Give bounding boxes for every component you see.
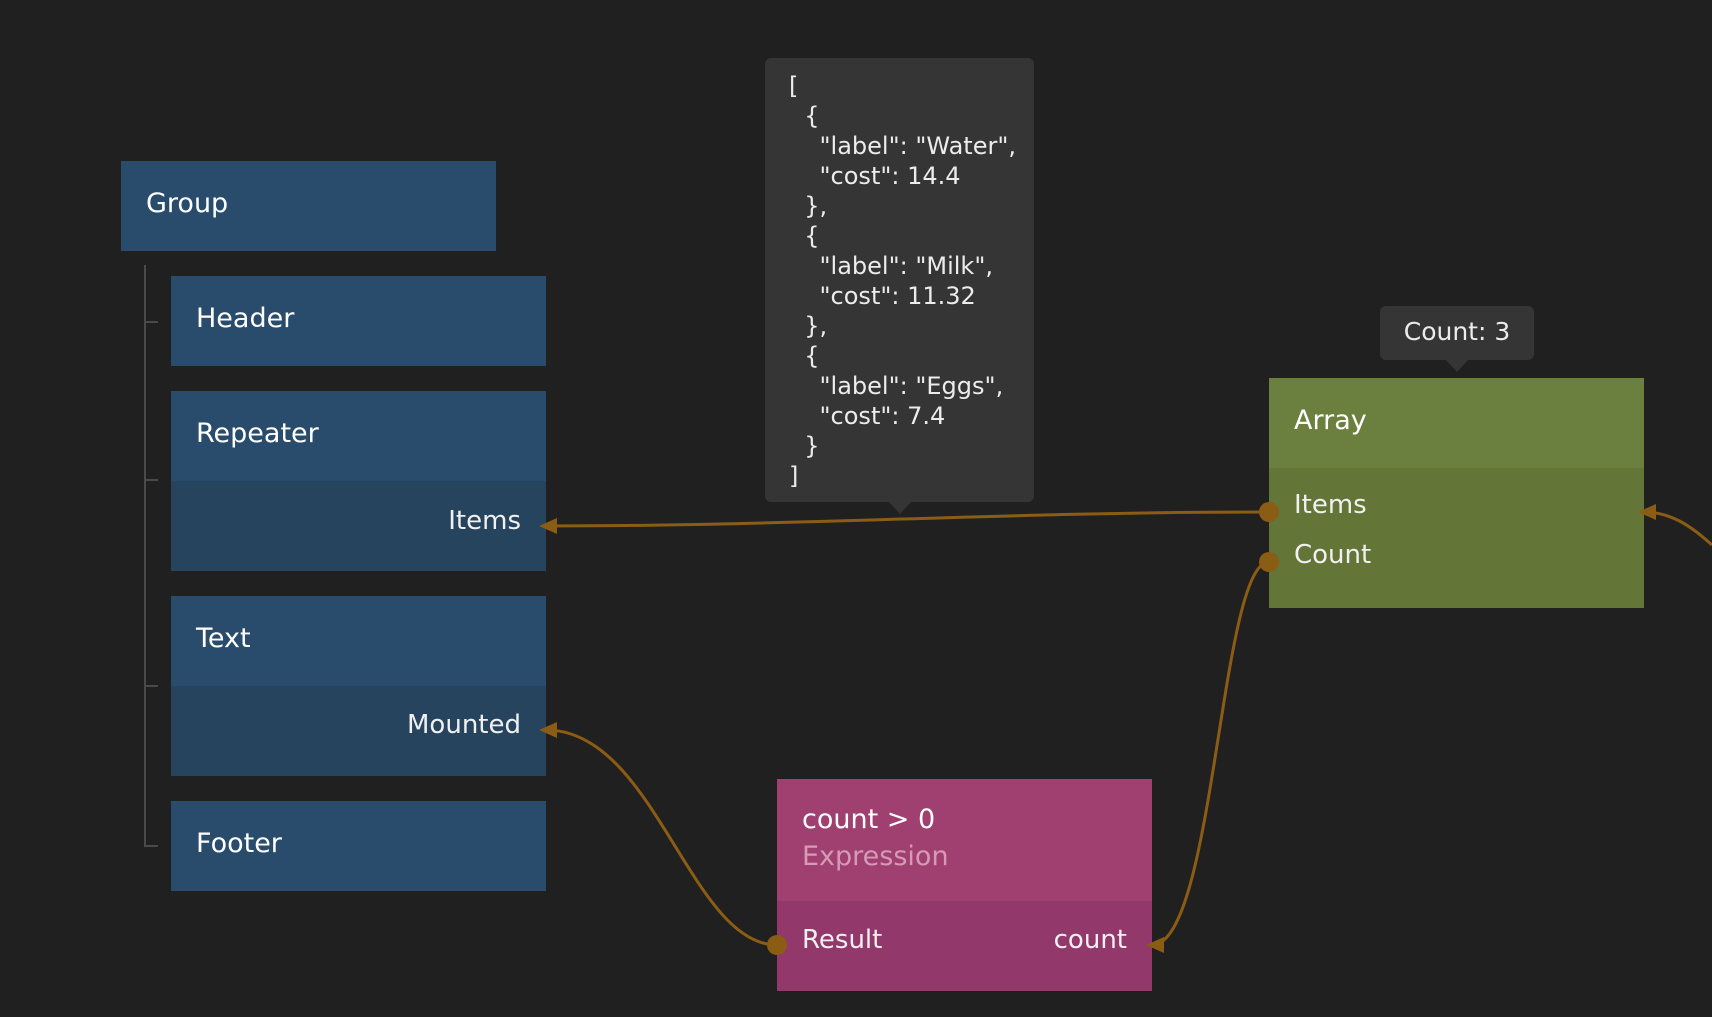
wire-expression-result-to-text-mounted xyxy=(545,728,778,947)
group-node-title: Group xyxy=(146,188,229,219)
repeater-items-port[interactable]: Items xyxy=(448,506,521,536)
count-tooltip: Count: 3 xyxy=(1380,306,1534,372)
array-ports: Items Count xyxy=(1269,468,1644,608)
array-node[interactable]: Array Items Count xyxy=(1269,378,1644,608)
tree-line-vertical xyxy=(144,265,146,847)
footer-node[interactable]: Footer xyxy=(171,801,546,891)
json-preview-text: [ { "label": "Water", "cost": 14.4 }, { … xyxy=(789,72,1017,490)
array-items-port[interactable]: Items xyxy=(1294,490,1367,520)
text-ports: Mounted xyxy=(171,686,546,776)
group-node[interactable]: Group xyxy=(121,161,496,251)
array-count-port[interactable]: Count xyxy=(1294,540,1372,570)
expression-node[interactable]: count > 0 Expression Result count xyxy=(777,779,1152,991)
tree-branch-footer xyxy=(144,845,158,847)
json-preview-tooltip: [ { "label": "Water", "cost": 14.4 }, { … xyxy=(765,58,1034,514)
tree-branch-header xyxy=(144,321,158,323)
tree-branch-text xyxy=(144,685,158,687)
expression-result-port[interactable]: Result xyxy=(802,925,883,955)
expression-node-title: count > 0 xyxy=(802,804,936,835)
text-mounted-port[interactable]: Mounted xyxy=(407,710,521,740)
count-tooltip-text: Count: 3 xyxy=(1403,317,1511,346)
header-node-title: Header xyxy=(196,303,295,334)
expression-ports: Result count xyxy=(777,901,1152,991)
expression-node-subtitle: Expression xyxy=(802,841,949,872)
tooltip-pointer xyxy=(889,502,911,514)
tooltip-pointer xyxy=(1446,360,1468,372)
wire-offscreen-to-array xyxy=(1643,510,1712,547)
expression-count-port[interactable]: count xyxy=(1053,925,1127,955)
footer-node-title: Footer xyxy=(196,828,282,859)
header-node[interactable]: Header xyxy=(171,276,546,366)
wire-array-count-to-expression-count xyxy=(1151,560,1270,947)
repeater-node-title: Repeater xyxy=(196,418,319,449)
tree-branch-repeater xyxy=(144,479,158,481)
array-node-title: Array xyxy=(1294,405,1367,436)
wire-array-items-to-repeater-items xyxy=(545,510,1270,528)
repeater-node[interactable]: Repeater Items xyxy=(171,391,546,571)
text-node[interactable]: Text Mounted xyxy=(171,596,546,776)
repeater-ports: Items xyxy=(171,481,546,571)
text-node-title: Text xyxy=(196,623,251,654)
